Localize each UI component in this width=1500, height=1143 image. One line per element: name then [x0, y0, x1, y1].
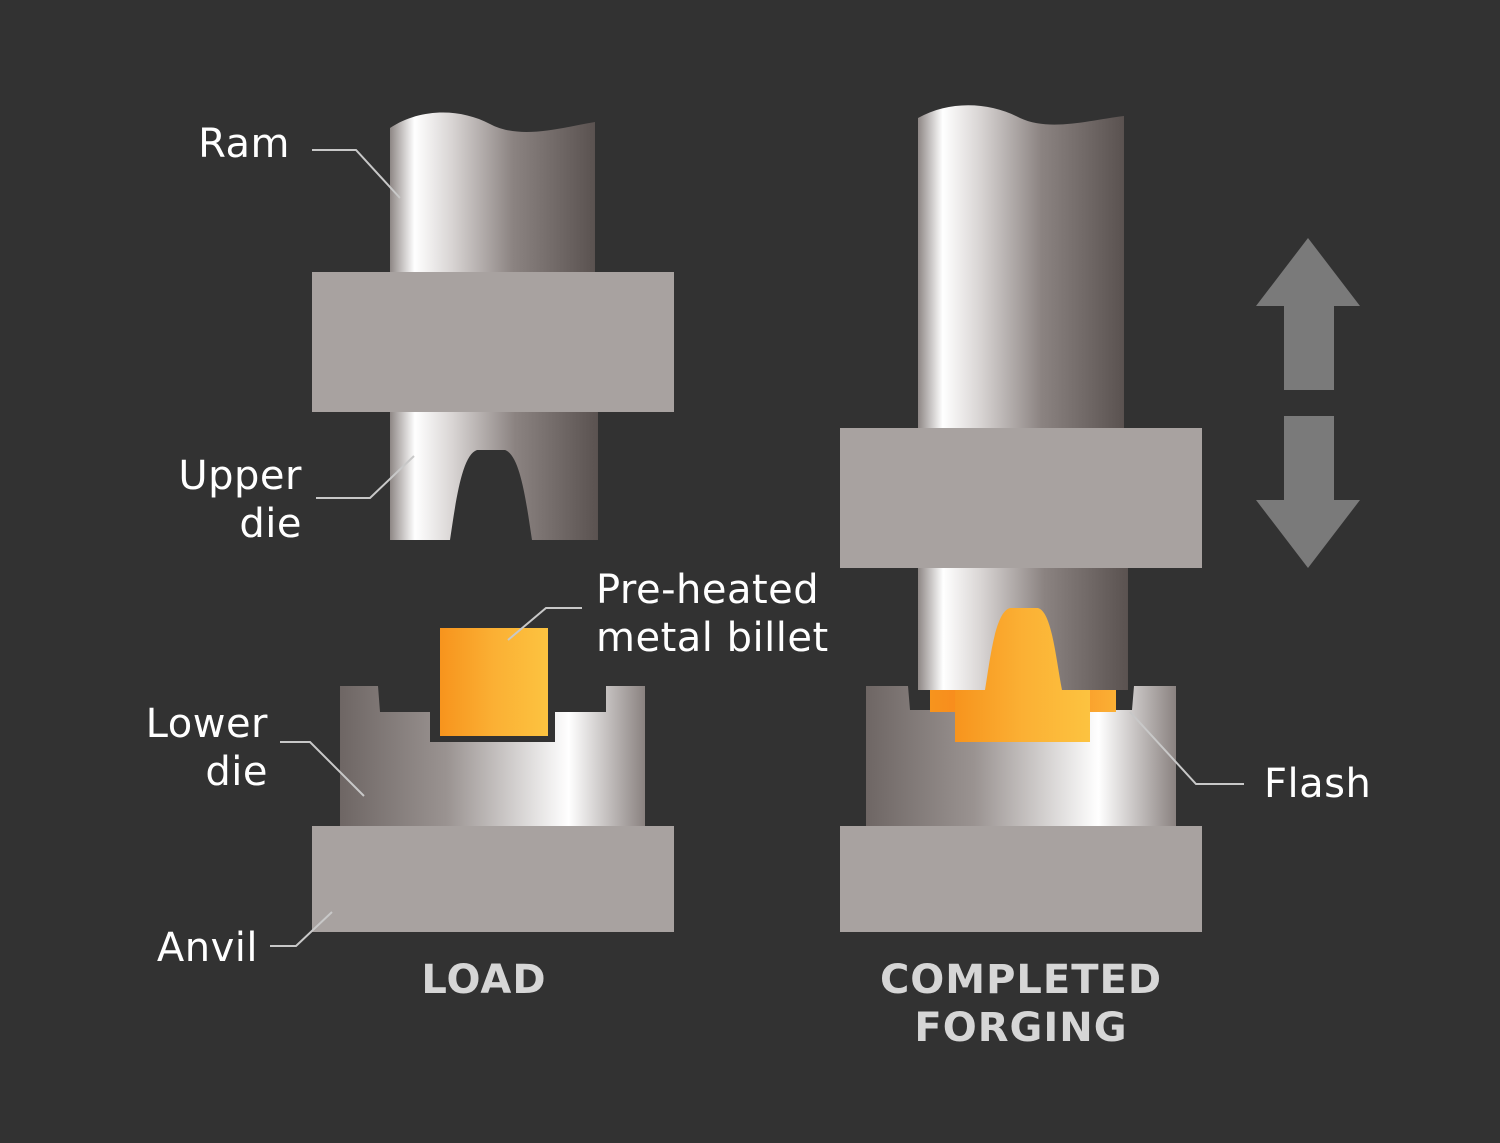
completed-title-line-1: COMPLETED: [879, 957, 1163, 1003]
billet-label-line-1: Pre-heated: [596, 567, 820, 613]
anvil-completed: [840, 826, 1202, 932]
ram-label: Ram: [150, 120, 290, 168]
lower-die-label-line-1: Lower: [145, 701, 268, 747]
upper-die-holder: [312, 272, 674, 412]
lower-die-label-line-2: die: [205, 749, 268, 795]
ram-rod-completed: [918, 105, 1124, 431]
leader-lines: [270, 149, 1244, 947]
ram-label-text: Ram: [198, 121, 290, 167]
upper-die-leader: [316, 455, 415, 499]
flash-label: Flash: [1264, 760, 1371, 808]
anvil: [312, 826, 674, 932]
load-title-text: LOAD: [421, 957, 547, 1003]
ram-rod: [390, 112, 595, 272]
upper-die: [390, 412, 598, 540]
anvil-leader: [270, 911, 333, 947]
lower-die-leader: [280, 741, 365, 797]
up-down-arrow-icon: [1256, 238, 1360, 568]
billet-leader: [507, 607, 582, 641]
anvil-label-text: Anvil: [156, 925, 258, 971]
billet: [440, 628, 548, 736]
forged-part-body: [955, 608, 1090, 742]
lower-die: [340, 686, 645, 828]
ram-leader: [312, 149, 401, 199]
completed-stage-press: [840, 105, 1202, 932]
flash-leader: [1129, 711, 1244, 785]
flash-label-text: Flash: [1264, 761, 1372, 807]
completed-stage-title: COMPLETED FORGING: [840, 956, 1202, 1052]
forged-part: [930, 690, 1116, 742]
billet-label: Pre-heated metal billet: [596, 566, 829, 662]
anvil-label: Anvil: [120, 924, 258, 972]
lower-die-label: Lower die: [110, 700, 268, 796]
upper-die-label-line-1: Upper: [178, 453, 302, 499]
billet-label-line-2: metal billet: [596, 615, 829, 661]
upper-die-holder-completed: [840, 428, 1202, 568]
load-stage-press: [312, 112, 674, 932]
lower-die-completed: [866, 686, 1176, 828]
upper-die-label-line-2: die: [239, 501, 302, 547]
load-stage-title: LOAD: [384, 956, 584, 1004]
upper-die-label: Upper die: [140, 452, 302, 548]
completed-title-line-2: FORGING: [914, 1005, 1128, 1051]
